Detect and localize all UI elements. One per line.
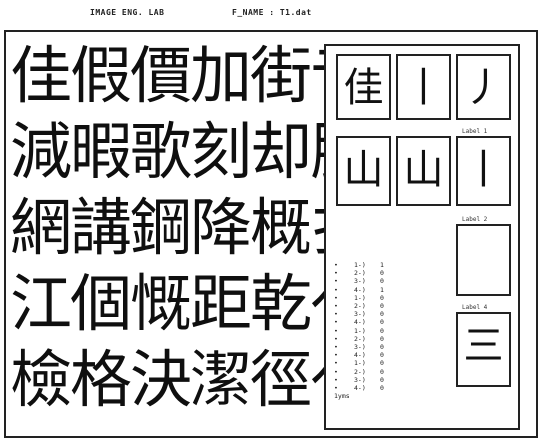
panel-box-2[interactable]: 丨 <box>396 54 451 120</box>
lab-label: IMAGE ENG. LAB <box>90 8 165 17</box>
debug-line: •2-)0 <box>334 269 384 278</box>
box-label-6: Label 1 <box>462 128 488 135</box>
glyph-3: 丿 <box>463 65 504 111</box>
debug-line: •4-)1 <box>334 285 384 294</box>
char-row-3: 網講鋼降概扌 <box>10 191 372 264</box>
panel-box-4[interactable]: 山 <box>336 136 391 206</box>
debug-footer: 1yms <box>334 392 350 401</box>
debug-line: •1-)0 <box>334 326 384 335</box>
debug-line: •3-)0 <box>334 310 384 319</box>
glyph-4: 山 <box>343 147 384 193</box>
debug-line: •2-)0 <box>334 302 384 311</box>
glyph-5: 山 <box>403 147 444 193</box>
glyph-1: 佳 <box>343 65 384 111</box>
char-row-5: 檢格決潔徑亻 <box>10 343 372 416</box>
panel-box-5[interactable]: 山 <box>396 136 451 206</box>
debug-line: •2-)0 <box>334 334 384 343</box>
box-label-7: Label 2 <box>462 216 488 223</box>
file-name-label: F_NAME : T1.dat <box>232 8 312 17</box>
panel-box-7[interactable] <box>456 224 511 296</box>
debug-output-list: •1-)1 •2-)0 •3-)0 •4-)1 •1-)0 •2-)0 •3-)… <box>334 261 449 423</box>
debug-line: •4-)0 <box>334 318 384 327</box>
debug-line: •4-)0 <box>334 351 384 360</box>
char-row-4: 江個慨距乾亻 <box>10 267 372 340</box>
debug-line: •2-)0 <box>334 367 384 376</box>
debug-line: •1-)0 <box>334 293 384 302</box>
glyph-6: 丨丨 <box>463 147 504 193</box>
char-row-1: 佳假價加街亍 <box>10 39 372 112</box>
debug-line: •1-)0 <box>334 359 384 368</box>
app-header: IMAGE ENG. LAB F_NAME : T1.dat <box>0 0 547 28</box>
debug-line: •1-)1 <box>334 261 384 269</box>
glyph-7 <box>458 226 509 294</box>
panel-box-6[interactable]: 丨丨 <box>456 136 511 206</box>
debug-line: •3-)0 <box>334 343 384 352</box>
character-grid: 佳假價加街亍 減暇歌刻却股 網講鋼降概扌 江個慨距乾亻 檢格決潔徑亻 <box>6 32 536 436</box>
panel-box-8[interactable]: 三 <box>456 312 511 387</box>
debug-line: •3-)0 <box>334 277 384 286</box>
glyph-2: 丨 <box>403 65 444 111</box>
panel-box-1[interactable]: 佳 <box>336 54 391 120</box>
char-row-2: 減暇歌刻却股 <box>10 115 372 188</box>
segmentation-panel[interactable]: 佳 丨 丿 山 山 Label 1 丨丨 Label 2 Label 4 三 <box>324 44 520 430</box>
debug-line: •4-)0 <box>334 384 384 393</box>
glyph-8: 三 <box>463 323 504 369</box>
debug-line: •3-)0 <box>334 375 384 384</box>
box-label-8: Label 4 <box>462 304 488 311</box>
main-frame: 佳假價加街亍 減暇歌刻却股 網講鋼降概扌 江個慨距乾亻 檢格決潔徑亻 佳 丨 丿… <box>4 30 538 438</box>
panel-box-3[interactable]: 丿 <box>456 54 511 120</box>
